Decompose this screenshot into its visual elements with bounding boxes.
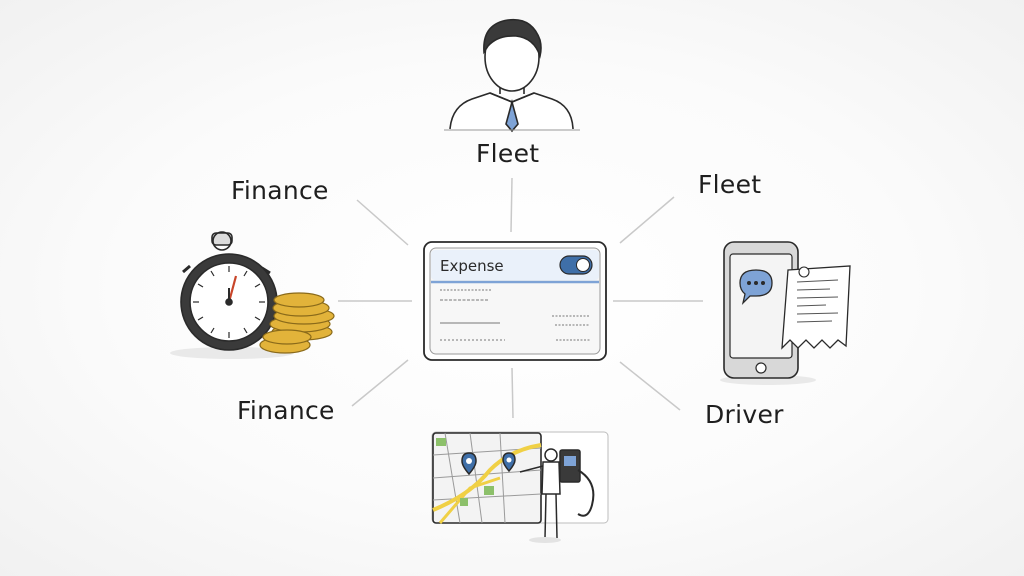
label-top-left: Finance [231,176,329,205]
connector-top [510,177,513,233]
card-title: Expense [440,257,504,275]
fuel-pump-icon [559,449,595,517]
label-top-right: Fleet [698,170,762,199]
connector-top-right [619,196,675,244]
business-person-icon [444,18,580,133]
receipt-shape [781,265,851,350]
label-bottom-left: Finance [237,396,335,425]
connector-lines [338,177,703,419]
phone-with-receipt-icon [720,241,851,385]
chat-bubble-icon [739,269,773,306]
connector-bottom [511,367,514,419]
expense-card-icon: Expense [423,241,607,361]
coin-stack [259,292,335,354]
connector-bottom-right [619,361,681,411]
driver-figure [519,448,567,539]
stopwatch-and-coins-icon [170,231,335,359]
connector-bottom-left [351,359,409,407]
tie-shape [505,98,519,133]
label-bottom-right: Driver [705,400,784,429]
connector-top-left [356,199,409,246]
hair-shape [483,18,542,59]
label-top: Fleet [476,139,540,168]
map-with-driver-at-fuel-pump-icon [431,431,609,543]
